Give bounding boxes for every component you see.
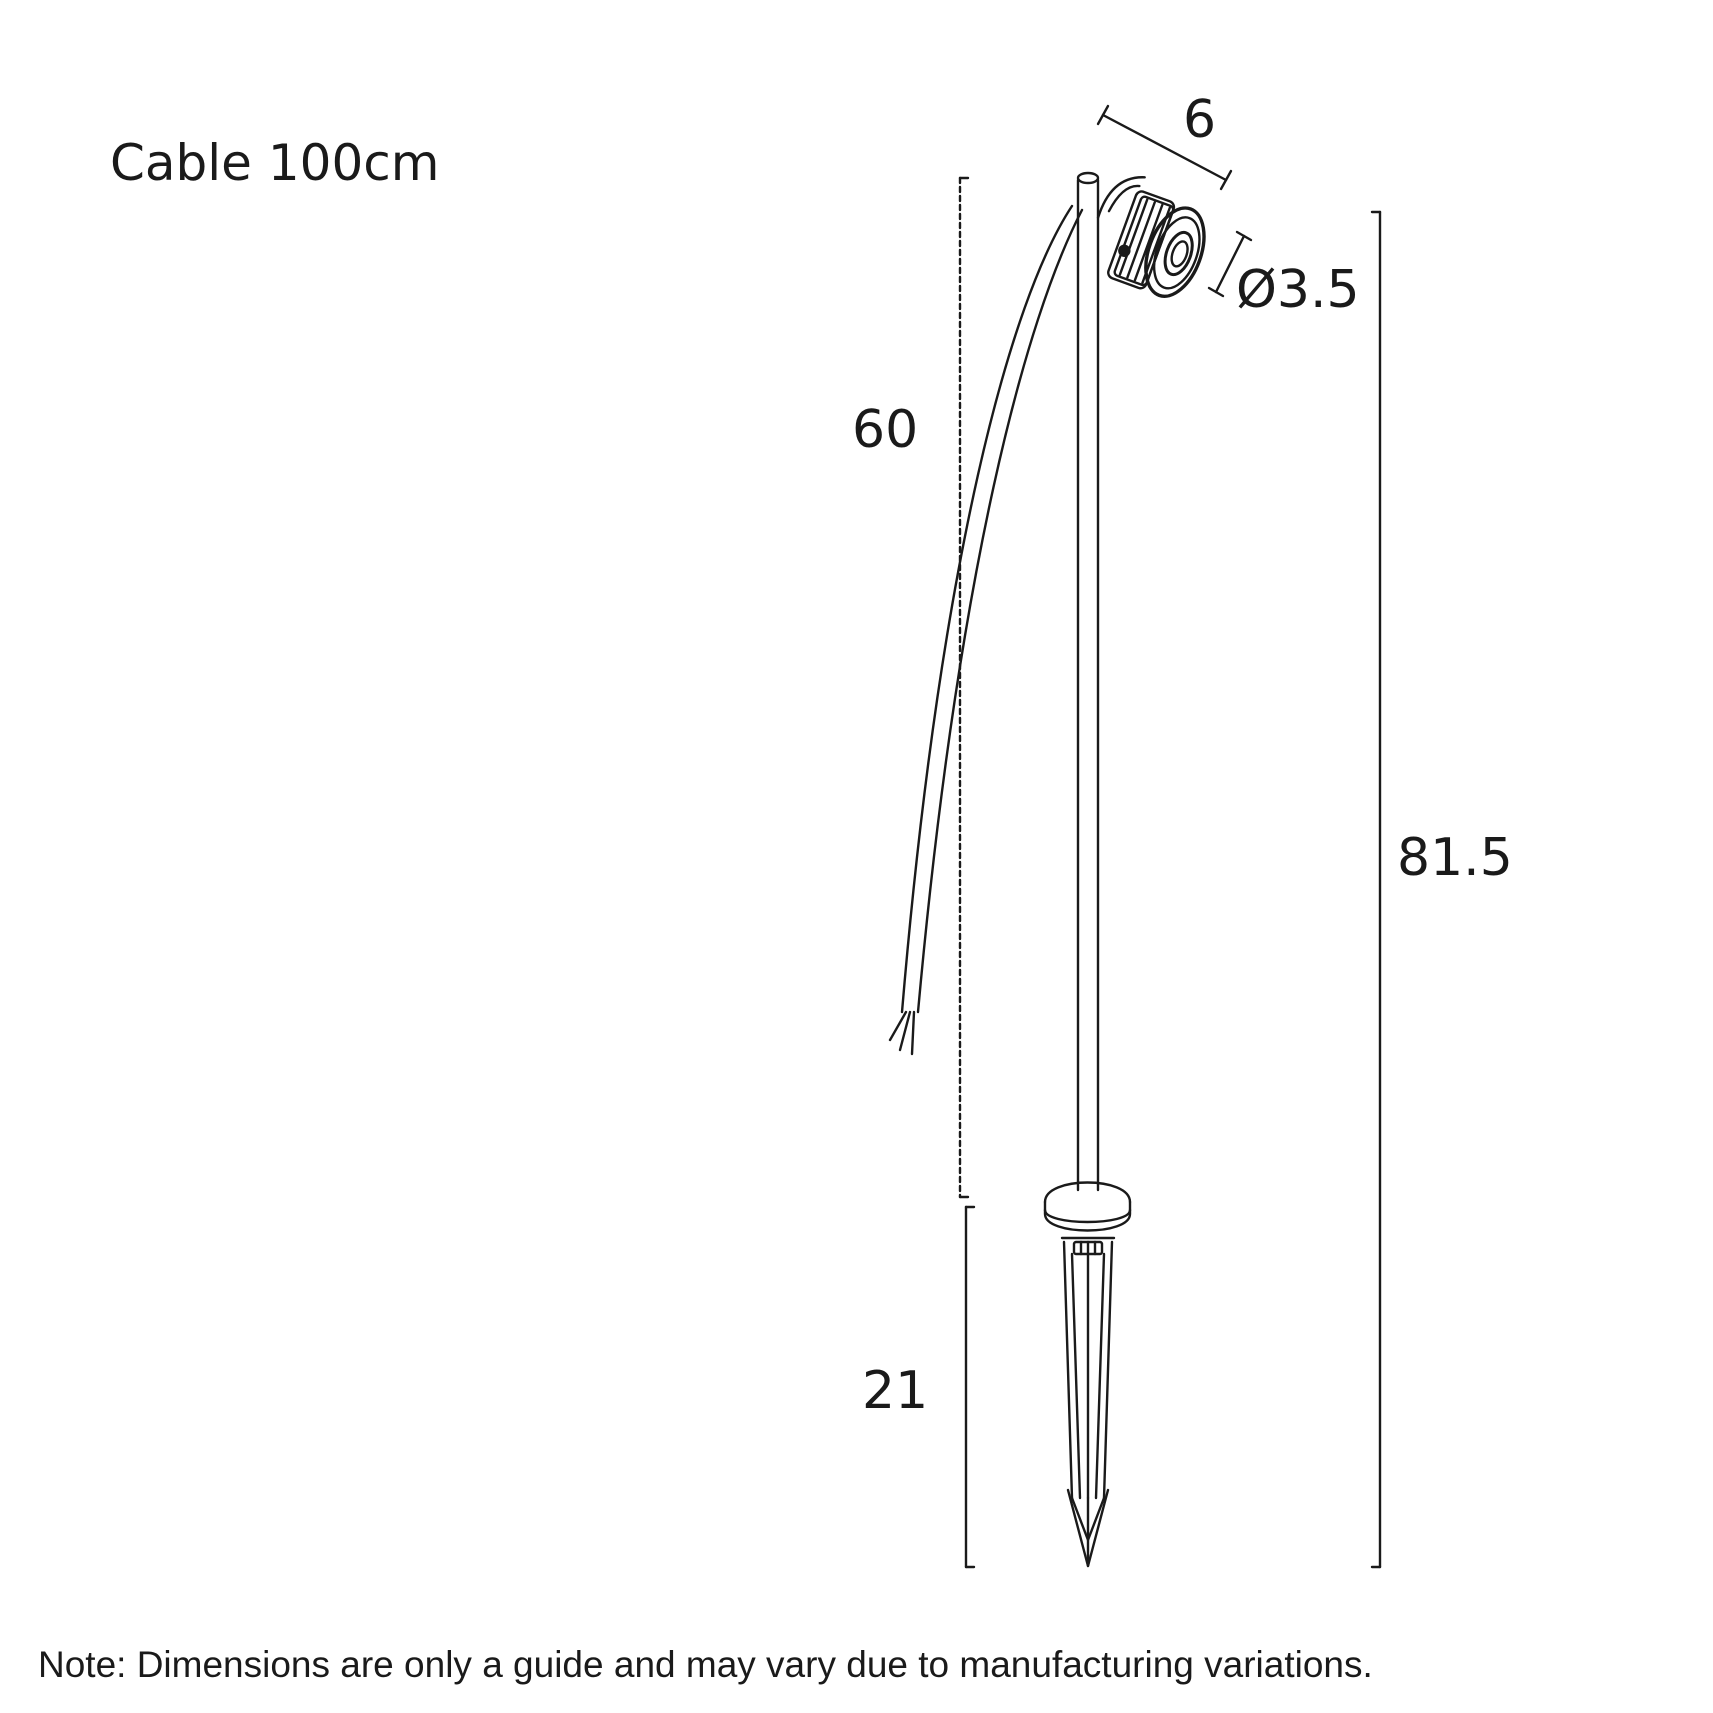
pole [1076, 171, 1100, 1192]
spike-length-dimension: 21 [862, 1361, 929, 1421]
spotlight-head [1096, 176, 1206, 298]
ground-cap [1043, 1181, 1132, 1232]
head-diameter-dimension-line [1207, 230, 1253, 298]
head-length-dimension-line [1096, 104, 1233, 191]
cable [888, 204, 1084, 1056]
pole-length-dimension-line [958, 176, 970, 1199]
ground-spike [1060, 1236, 1116, 1568]
disclaimer-note: Note: Dimensions are only a guide and ma… [38, 1644, 1373, 1685]
cable-length-label: Cable 100cm [110, 134, 440, 192]
head-length-dimension: 6 [1183, 90, 1217, 150]
total-height-dimension: 81.5 [1397, 828, 1513, 888]
total-height-dimension-line [1370, 210, 1382, 1569]
head-diameter-dimension: Ø3.5 [1236, 260, 1360, 320]
pole-length-dimension: 60 [852, 400, 919, 460]
spike-length-dimension-line [964, 1205, 976, 1569]
